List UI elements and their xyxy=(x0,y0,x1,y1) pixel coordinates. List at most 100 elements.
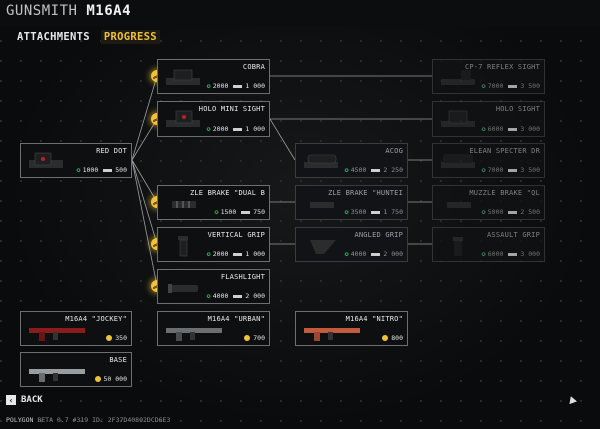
ammo-icon xyxy=(508,127,518,131)
ammo-icon xyxy=(371,252,381,256)
star-icon: ✪ xyxy=(481,125,486,133)
node-cost: ✪2000 1 000 xyxy=(207,125,265,133)
ammo-icon xyxy=(241,210,251,214)
node-name: ZLE BRAKE "HUNTEI xyxy=(327,189,403,197)
stars-cost: 4500 xyxy=(350,166,367,174)
ammo-cost: 1 750 xyxy=(383,208,403,216)
coin-icon xyxy=(244,335,251,341)
star-icon: ✪ xyxy=(206,125,211,133)
ammo-cost: 2 000 xyxy=(383,250,403,258)
ammo-cost: 3 000 xyxy=(520,250,540,258)
ammo-cost: 1 000 xyxy=(245,125,265,133)
coin-icon xyxy=(94,376,101,382)
skin-nitro[interactable]: M16A4 "NITRO" 800 xyxy=(295,311,408,346)
stars-cost: 7000 xyxy=(487,82,504,90)
node-name: ELEAN SPECTER DR xyxy=(469,147,540,155)
star-icon: ✪ xyxy=(206,82,211,90)
stars-cost: 2000 xyxy=(212,82,229,90)
stars-cost: 1000 xyxy=(82,166,99,174)
node-cost: ✪3500 1 750 xyxy=(345,208,403,216)
back-button[interactable]: ‹ BACK xyxy=(6,395,43,405)
stars-cost: 1500 xyxy=(220,208,237,216)
ammo-cost: 1 000 xyxy=(245,82,265,90)
ammo-icon xyxy=(103,168,113,172)
node-name: ACOG xyxy=(385,147,403,155)
ammo-icon xyxy=(371,168,381,172)
price-value: 800 xyxy=(391,334,403,342)
node-name: HOLO MINI SIGHT xyxy=(198,105,265,113)
ammo-cost: 750 xyxy=(253,208,265,216)
muzzle-brake-image xyxy=(447,202,471,208)
ammo-icon xyxy=(508,84,518,88)
holo-mini-image xyxy=(166,110,200,127)
skin-name: M16A4 "NITRO" xyxy=(345,315,403,323)
stars-cost: 3500 xyxy=(350,208,367,216)
ammo-cost: 2 500 xyxy=(520,208,540,216)
node-muzzle-brake-hunter[interactable]: ZLE BRAKE "HUNTEI ✪3500 1 750 xyxy=(295,185,408,220)
ammo-icon xyxy=(508,168,518,172)
node-holo-mini-sight[interactable]: HOLO MINI SIGHT ✪2000 1 000 xyxy=(157,101,270,137)
stars-cost: 2000 xyxy=(212,125,229,133)
ammo-icon xyxy=(371,210,381,214)
ammo-icon xyxy=(233,84,243,88)
star-icon: ✪ xyxy=(206,250,211,258)
node-name: RED DOT xyxy=(96,147,127,155)
skin-price: 800 xyxy=(382,334,403,342)
ammo-icon xyxy=(233,294,243,298)
skin-price: 700 xyxy=(244,334,265,342)
muzzle-brake-image xyxy=(310,202,334,208)
ammo-cost: 2 250 xyxy=(383,166,403,174)
rifle-nitro-image xyxy=(304,328,360,341)
chevron-left-icon: ‹ xyxy=(6,395,16,405)
star-icon: ✪ xyxy=(344,208,349,216)
title-weapon: M16A4 xyxy=(86,3,132,19)
node-name: HOLO SIGHT xyxy=(495,105,540,113)
holo-sight-image xyxy=(441,110,475,127)
ammo-icon xyxy=(233,127,243,131)
stars-cost: 4000 xyxy=(212,292,229,300)
star-icon: ✪ xyxy=(344,250,349,258)
build-version: POLYGON BETA 0.7 #319 ID: 2F37D40802DCD6… xyxy=(6,416,170,424)
node-name: VERTICAL GRIP xyxy=(207,231,265,239)
tab-bar: ATTACHMENTS PROGRESS xyxy=(14,30,160,44)
tab-attachments[interactable]: ATTACHMENTS xyxy=(17,31,90,43)
stars-cost: 6000 xyxy=(487,250,504,258)
red-dot-image xyxy=(29,152,63,168)
skin-jockey[interactable]: M16A4 "JOCKEY" 350 xyxy=(20,311,132,346)
price-value: 50 000 xyxy=(103,375,127,383)
rifle-urban-image xyxy=(166,328,222,341)
skin-name: BASE xyxy=(109,356,127,364)
ammo-icon xyxy=(233,252,243,256)
elcan-image xyxy=(441,154,475,168)
skin-urban[interactable]: M16A4 "URBAN" 700 xyxy=(157,311,270,346)
node-name: FLASHLIGHT xyxy=(220,273,265,281)
tab-progress[interactable]: PROGRESS xyxy=(100,30,160,44)
skin-base[interactable]: BASE 50 000 xyxy=(20,352,132,387)
star-icon: ✪ xyxy=(214,208,219,216)
price-value: 350 xyxy=(115,334,127,342)
price-value: 700 xyxy=(253,334,265,342)
node-cost: ✪1500 750 xyxy=(214,208,265,216)
node-name: MUZZLE BRAKE "QL xyxy=(469,189,540,197)
node-name: ASSAULT GRIP xyxy=(487,231,540,239)
ammo-cost: 2 000 xyxy=(245,292,265,300)
